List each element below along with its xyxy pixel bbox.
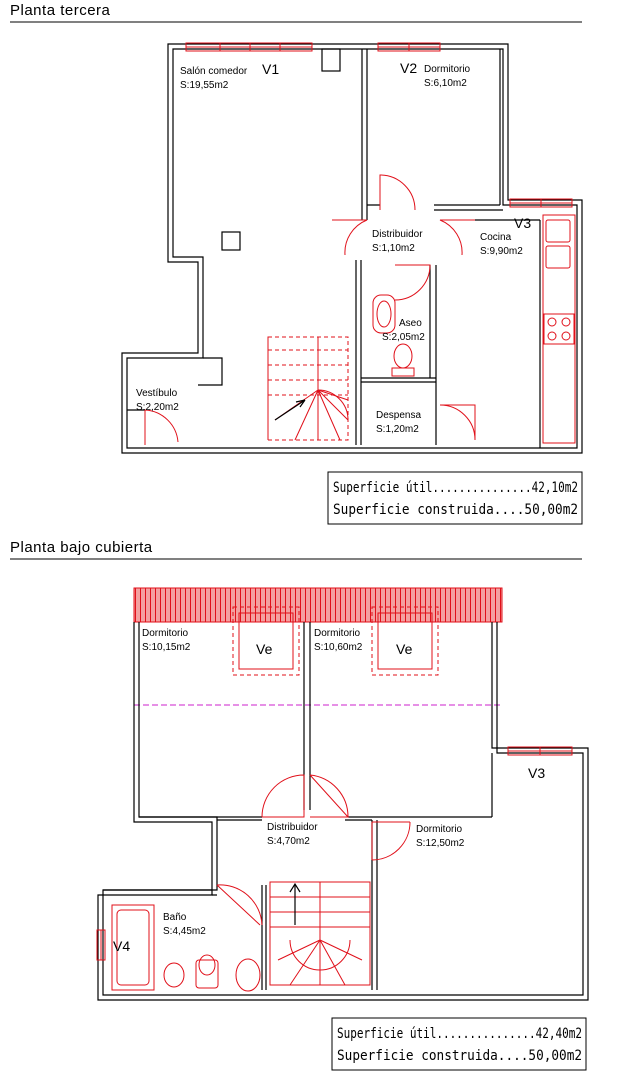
floor-attic-superficie-construida: Superficie construida....50,00m2 <box>337 1048 582 1064</box>
roof-hatch-band <box>133 587 503 623</box>
room-cocina-name: Cocina <box>480 232 512 243</box>
skylights <box>232 606 439 676</box>
room-vestibulo-area: S:2,20m2 <box>136 402 179 413</box>
room-dorm3-area: S:12,50m2 <box>416 838 465 849</box>
room-distribuidor-name: Distribuidor <box>372 229 423 240</box>
window-v4-label: V4 <box>113 938 130 954</box>
floor-3-walls <box>121 43 583 454</box>
room-despensa-name: Despensa <box>376 410 421 421</box>
room-salon-area: S:19,55m2 <box>180 80 229 91</box>
floor-3-kitchen-fixtures <box>542 214 576 444</box>
floor-attic-plan: Planta bajo cubierta <box>10 539 589 1071</box>
floor-3-title: Planta tercera <box>10 2 111 19</box>
window-v1-label: V1 <box>262 61 279 77</box>
skylight-ve2-label: Ve <box>396 641 413 657</box>
room-dorm2-area: S:10,60m2 <box>314 642 363 653</box>
room-despensa-area: S:1,20m2 <box>376 424 419 435</box>
floor-3-superficie-util: Superficie útil...............42,10m2 <box>333 480 578 496</box>
room-attic-distribuidor-name: Distribuidor <box>267 822 318 833</box>
room-cocina-area: S:9,90m2 <box>480 246 523 257</box>
room-dorm-area: S:6,10m2 <box>424 78 467 89</box>
window-v3-attic-label: V3 <box>528 765 545 781</box>
window-v3-label: V3 <box>514 215 531 231</box>
skylight-ve1-label: Ve <box>256 641 273 657</box>
room-dorm3-name: Dormitorio <box>416 824 463 835</box>
floor-attic-title: Planta bajo cubierta <box>10 539 153 556</box>
floor-attic-windows <box>96 746 573 961</box>
room-aseo-name: Aseo <box>399 318 422 329</box>
floor-3-stairs <box>267 336 349 441</box>
floor-3-plan: Planta tercera <box>10 2 583 525</box>
room-vestibulo-name: Vestíbulo <box>136 388 178 399</box>
window-v2-label: V2 <box>400 60 417 76</box>
room-dorm1-area: S:10,15m2 <box>142 642 191 653</box>
room-bano-name: Baño <box>163 912 187 923</box>
floor-attic-doors <box>216 774 411 926</box>
floor-3-doors <box>144 174 476 445</box>
room-dorm1-name: Dormitorio <box>142 628 189 639</box>
bathroom-fixtures <box>111 904 261 992</box>
room-aseo-area: S:2,05m2 <box>382 332 425 343</box>
room-attic-distribuidor-area: S:4,70m2 <box>267 836 310 847</box>
room-distribuidor-area: S:1,10m2 <box>372 243 415 254</box>
floor-3-windows <box>185 42 573 208</box>
floor-attic-superficie-util: Superficie útil...............42,40m2 <box>337 1026 582 1042</box>
room-dorm-name: Dormitorio <box>424 64 471 75</box>
floor-3-superficie-construida: Superficie construida....50,00m2 <box>333 502 578 518</box>
room-dorm2-name: Dormitorio <box>314 628 361 639</box>
room-salon-name: Salón comedor <box>180 66 248 77</box>
floor-3-summary-box <box>327 471 583 525</box>
floor-attic-summary-box <box>331 1017 587 1071</box>
floor-attic-stairs <box>269 881 371 986</box>
floor-3-aseo-fixtures <box>372 294 415 377</box>
room-bano-area: S:4,45m2 <box>163 926 206 937</box>
